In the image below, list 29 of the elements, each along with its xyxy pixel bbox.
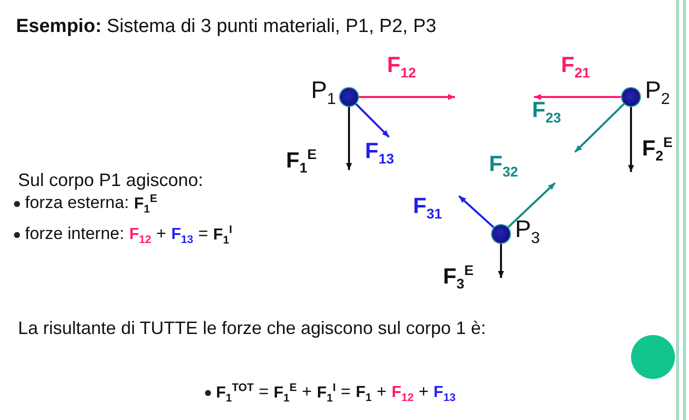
text-label: La risultante di TUTTE le forze che agiscono sul corpo 1 è: [18, 318, 486, 339]
operator: + [418, 382, 429, 402]
text-label: forza esterna: [25, 193, 129, 214]
force-label: F$_{21}$ [561, 52, 590, 80]
operator: + [302, 382, 312, 402]
point-label: P$_{2}$ [645, 77, 670, 109]
point-mass [340, 88, 358, 106]
point-mass [492, 225, 510, 243]
text-label: forze interne: [25, 224, 124, 244]
force-label: F$_{13}$ [171, 226, 194, 247]
point-label: P$_{1}$ [311, 77, 336, 109]
force-label: F$_{12}$ [392, 384, 414, 405]
force-label: F$_{13}$ [434, 384, 456, 405]
point-mass [622, 88, 640, 106]
force-label: F$_{12}$ [129, 226, 152, 247]
force-label: F$_{12}$ [387, 52, 416, 80]
force-label: F$_{31}$ [413, 193, 442, 222]
operator: = [258, 382, 269, 402]
operator: + [376, 382, 387, 402]
force-label: F$_{23}$ [532, 97, 562, 126]
title: Esempio: Sistema di 3 punti materiali, P1, P2, P3 [16, 16, 436, 38]
force-label: F$_{32}$ [489, 151, 518, 180]
point-label: P$_{3}$ [515, 216, 540, 248]
operator: = [198, 224, 208, 244]
force-label: F$_{13}$ [365, 138, 394, 166]
text-label: Sul corpo P1 agiscono: [18, 170, 204, 191]
force-label: F$_{1}$ [356, 384, 372, 405]
operator: = [340, 382, 351, 402]
operator: + [156, 224, 166, 244]
